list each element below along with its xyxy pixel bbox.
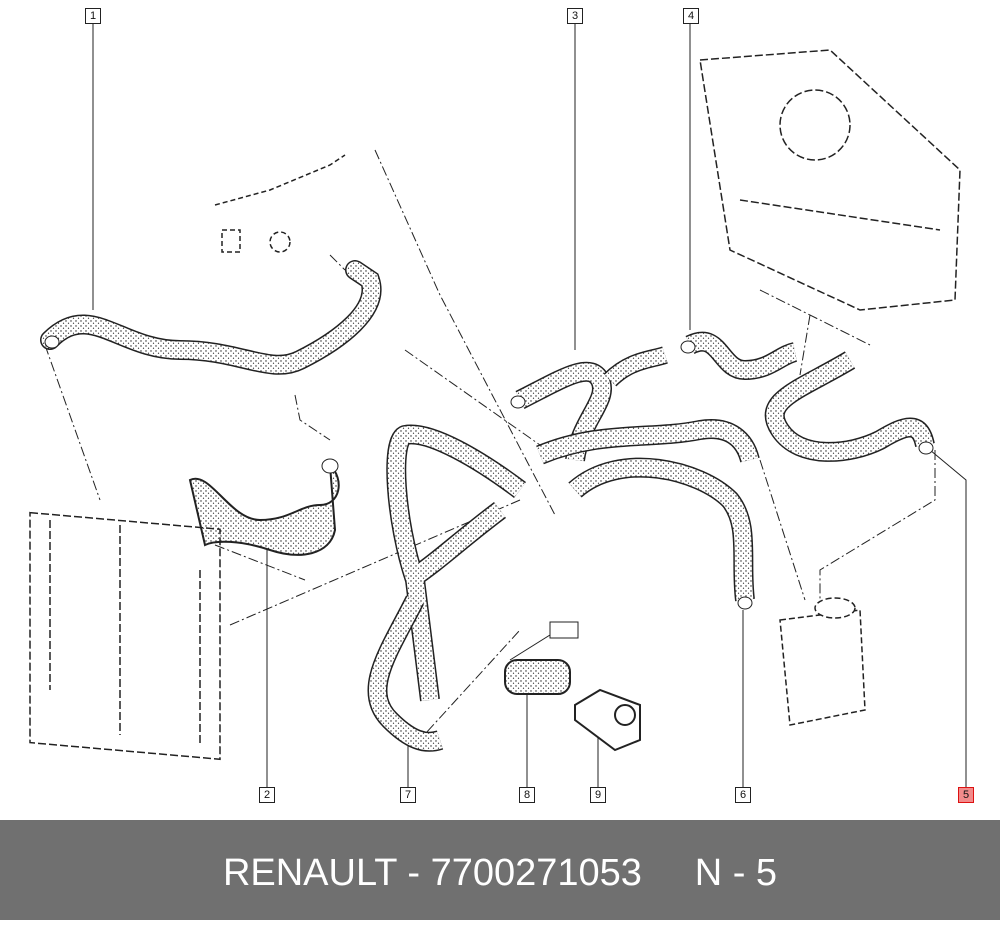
heater-unit [699, 49, 961, 311]
hose-7 [367, 424, 526, 752]
callout-7: 7 [400, 787, 416, 803]
callout-4: 4 [683, 8, 699, 24]
expansion-tank [779, 597, 866, 726]
callout-5-highlighted: 5 [958, 787, 974, 803]
callout-2: 2 [259, 787, 275, 803]
callout-9: 9 [590, 787, 606, 803]
connection-lines [44, 149, 936, 746]
hose-5 [764, 351, 935, 462]
parts-diagram [29, 24, 967, 788]
callout-1: 1 [85, 8, 101, 24]
hose-3 [510, 346, 760, 465]
callout-8: 8 [519, 787, 535, 803]
callout-6: 6 [735, 787, 751, 803]
hose-4 [680, 331, 798, 381]
hose-6 [568, 457, 755, 610]
footer-bar: RENAULT - 7700271053 N - 5 [0, 820, 1000, 920]
hose-2-housing [188, 462, 340, 556]
leader-lines [92, 24, 967, 788]
radiator [29, 511, 221, 761]
valve-8 [504, 621, 579, 695]
callout-3: 3 [567, 8, 583, 24]
clamp-parts [214, 154, 346, 253]
bracket-9 [574, 688, 641, 752]
footer-part-label: RENAULT - 7700271053 N - 5 [222, 852, 778, 894]
